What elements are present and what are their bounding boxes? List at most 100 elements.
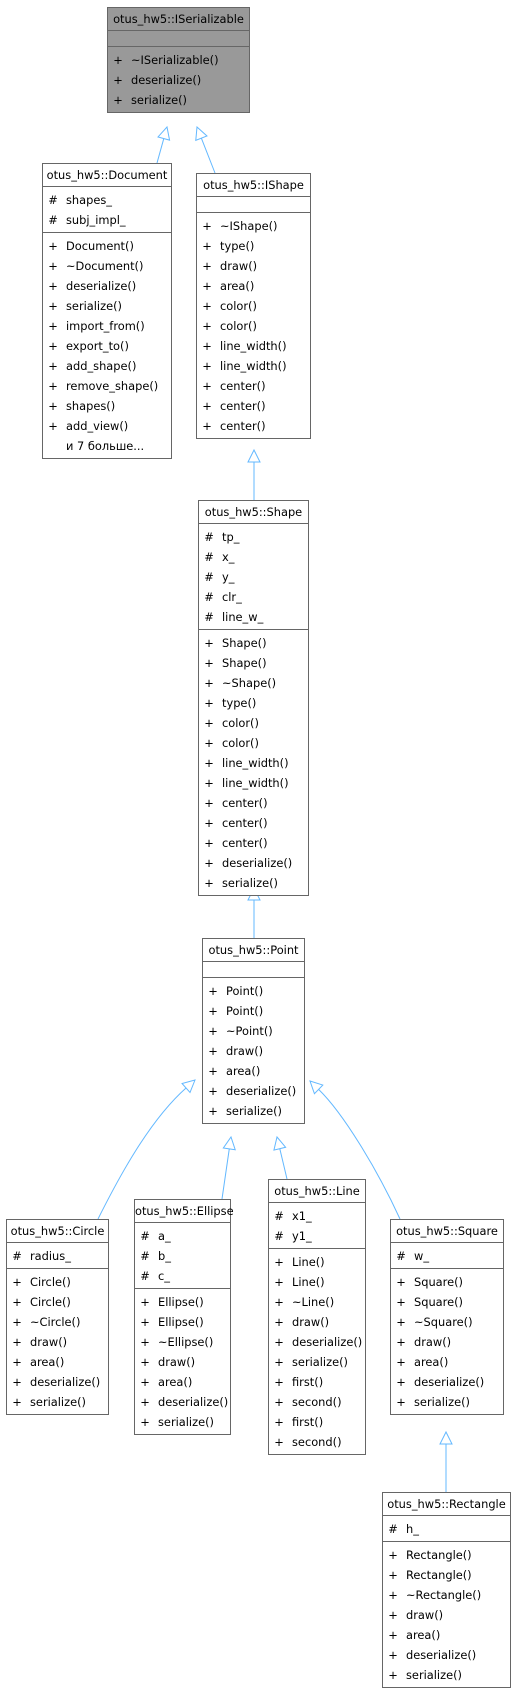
method-row[interactable]: +~Line() (269, 1292, 365, 1312)
method-row[interactable]: +center() (199, 833, 308, 853)
method-row[interactable]: +~Square() (391, 1312, 503, 1332)
method-row[interactable]: +Rectangle() (383, 1565, 510, 1585)
method-row[interactable]: +deserialize() (391, 1372, 503, 1392)
method-row[interactable]: +serialize() (7, 1392, 108, 1412)
method-row[interactable]: +add_shape() (43, 356, 171, 376)
method-row[interactable]: +deserialize() (383, 1645, 510, 1665)
method-row[interactable]: +import_from() (43, 316, 171, 336)
method-row[interactable]: +draw() (203, 1041, 304, 1061)
class-ishape[interactable]: otus_hw5::IShape+~IShape()+type()+draw()… (196, 173, 311, 439)
method-row[interactable]: +center() (199, 793, 308, 813)
method-row[interactable]: +color() (199, 733, 308, 753)
method-row[interactable]: +area() (7, 1352, 108, 1372)
method-row[interactable]: +serialize() (203, 1101, 304, 1121)
method-row[interactable]: +second() (269, 1432, 365, 1452)
method-row[interactable]: +deserialize() (199, 853, 308, 873)
method-row[interactable]: +center() (197, 376, 310, 396)
method-row[interactable]: +export_to() (43, 336, 171, 356)
method-row[interactable]: +~Circle() (7, 1312, 108, 1332)
attribute-row[interactable]: #h_ (383, 1519, 510, 1539)
method-row[interactable]: +area() (203, 1061, 304, 1081)
method-row[interactable]: +Square() (391, 1272, 503, 1292)
method-row[interactable]: +line_width() (197, 356, 310, 376)
method-row[interactable]: +~Point() (203, 1021, 304, 1041)
class-circle[interactable]: otus_hw5::Circle#radius_+Circle()+Circle… (6, 1219, 109, 1415)
method-row[interactable]: +~Rectangle() (383, 1585, 510, 1605)
class-rectangle[interactable]: otus_hw5::Rectangle#h_+Rectangle()+Recta… (382, 1492, 511, 1688)
method-row[interactable]: +line_width() (197, 336, 310, 356)
attribute-row[interactable]: #b_ (135, 1246, 230, 1266)
method-row[interactable]: +draw() (383, 1605, 510, 1625)
method-row[interactable]: +Point() (203, 1001, 304, 1021)
method-row[interactable]: +~Shape() (199, 673, 308, 693)
attribute-row[interactable]: #clr_ (199, 587, 308, 607)
attribute-row[interactable]: #w_ (391, 1246, 503, 1266)
method-row[interactable]: +type() (199, 693, 308, 713)
method-row[interactable]: +deserialize() (43, 276, 171, 296)
attribute-row[interactable]: #y_ (199, 567, 308, 587)
method-row[interactable]: +draw() (7, 1332, 108, 1352)
method-row[interactable]: +second() (269, 1392, 365, 1412)
method-row[interactable]: +serialize() (269, 1352, 365, 1372)
method-row[interactable]: +area() (197, 276, 310, 296)
method-row[interactable]: +Line() (269, 1272, 365, 1292)
method-row[interactable]: +Ellipse() (135, 1292, 230, 1312)
method-row[interactable]: +Document() (43, 236, 171, 256)
method-row[interactable]: +color() (197, 296, 310, 316)
attribute-row[interactable]: #subj_impl_ (43, 210, 171, 230)
method-row[interactable]: +serialize() (43, 296, 171, 316)
method-row[interactable]: +deserialize() (269, 1332, 365, 1352)
attribute-row[interactable]: #radius_ (7, 1246, 108, 1266)
method-row[interactable]: +draw() (269, 1312, 365, 1332)
class-line[interactable]: otus_hw5::Line#x1_#y1_+Line()+Line()+~Li… (268, 1179, 366, 1455)
method-row[interactable]: +Rectangle() (383, 1545, 510, 1565)
method-row[interactable]: +draw() (391, 1332, 503, 1352)
method-row[interactable]: +area() (391, 1352, 503, 1372)
method-row[interactable]: +Shape() (199, 653, 308, 673)
method-row[interactable]: и 7 больше... (43, 436, 171, 456)
method-row[interactable]: +Circle() (7, 1292, 108, 1312)
method-row[interactable]: +color() (197, 316, 310, 336)
class-point[interactable]: otus_hw5::Point+Point()+Point()+~Point()… (202, 938, 305, 1124)
method-row[interactable]: +serialize() (108, 90, 249, 110)
method-row[interactable]: +~IShape() (197, 216, 310, 236)
class-ellipse[interactable]: otus_hw5::Ellipse#a_#b_#c_+Ellipse()+Ell… (134, 1199, 234, 1435)
method-row[interactable]: +first() (269, 1412, 365, 1432)
attribute-row[interactable]: #x1_ (269, 1206, 365, 1226)
method-row[interactable]: +color() (199, 713, 308, 733)
method-row[interactable]: +deserialize() (108, 70, 249, 90)
method-row[interactable]: +deserialize() (7, 1372, 108, 1392)
method-row[interactable]: +draw() (135, 1352, 230, 1372)
method-row[interactable]: +deserialize() (135, 1392, 230, 1412)
class-document[interactable]: otus_hw5::Document#shapes_#subj_impl_+Do… (42, 163, 172, 459)
method-row[interactable]: +line_width() (199, 773, 308, 793)
method-row[interactable]: +serialize() (199, 873, 308, 893)
method-row[interactable]: +shapes() (43, 396, 171, 416)
class-iserializable[interactable]: otus_hw5::ISerializable+~ISerializable()… (107, 7, 250, 113)
method-row[interactable]: +area() (383, 1625, 510, 1645)
method-row[interactable]: +center() (197, 396, 310, 416)
method-row[interactable]: +Ellipse() (135, 1312, 230, 1332)
method-row[interactable]: +draw() (197, 256, 310, 276)
attribute-row[interactable]: #line_w_ (199, 607, 308, 627)
method-row[interactable]: +type() (197, 236, 310, 256)
method-row[interactable]: +first() (269, 1372, 365, 1392)
class-shape[interactable]: otus_hw5::Shape#tp_#x_#y_#clr_#line_w_+S… (198, 500, 309, 896)
attribute-row[interactable]: #c_ (135, 1266, 230, 1286)
method-row[interactable]: +~ISerializable() (108, 50, 249, 70)
attribute-row[interactable]: #tp_ (199, 527, 308, 547)
method-row[interactable]: +Circle() (7, 1272, 108, 1292)
method-row[interactable]: +serialize() (383, 1665, 510, 1685)
method-row[interactable]: +Line() (269, 1252, 365, 1272)
class-square[interactable]: otus_hw5::Square#w_+Square()+Square()+~S… (390, 1219, 504, 1415)
method-row[interactable]: +area() (135, 1372, 230, 1392)
method-row[interactable]: +remove_shape() (43, 376, 171, 396)
attribute-row[interactable]: #y1_ (269, 1226, 365, 1246)
attribute-row[interactable]: #x_ (199, 547, 308, 567)
method-row[interactable]: +Shape() (199, 633, 308, 653)
method-row[interactable]: +center() (197, 416, 310, 436)
attribute-row[interactable]: #a_ (135, 1226, 230, 1246)
method-row[interactable]: +~Document() (43, 256, 171, 276)
method-row[interactable]: +Point() (203, 981, 304, 1001)
method-row[interactable]: +serialize() (135, 1412, 230, 1432)
